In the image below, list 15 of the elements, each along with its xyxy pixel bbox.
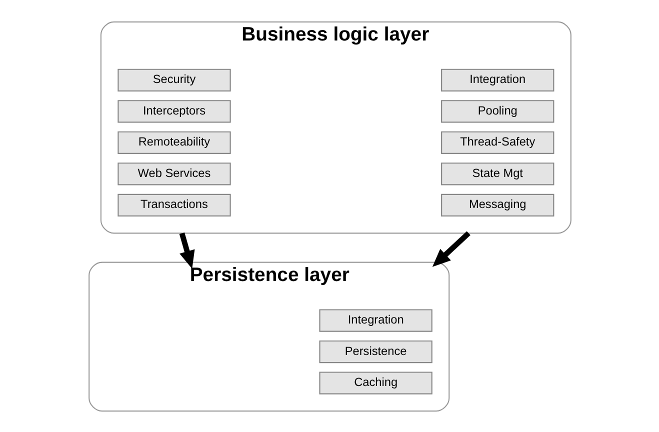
node-box: Persistence (318, 340, 432, 363)
arrow (178, 232, 194, 268)
node-box: Messaging (440, 193, 554, 216)
node-box: Web Services (117, 162, 230, 185)
node-box: Pooling (440, 100, 554, 122)
node-box: Security (117, 68, 230, 91)
node-box: Interceptors (117, 100, 230, 122)
node-box: Integration (440, 68, 554, 91)
node-box: Remoteability (117, 130, 230, 154)
node-box: Thread-Safety (440, 130, 554, 154)
node-box: Transactions (117, 193, 230, 216)
arrow (432, 230, 470, 266)
node-box: Caching (318, 371, 432, 394)
node-box: State Mgt (440, 162, 554, 185)
node-box: Integration (318, 308, 432, 332)
